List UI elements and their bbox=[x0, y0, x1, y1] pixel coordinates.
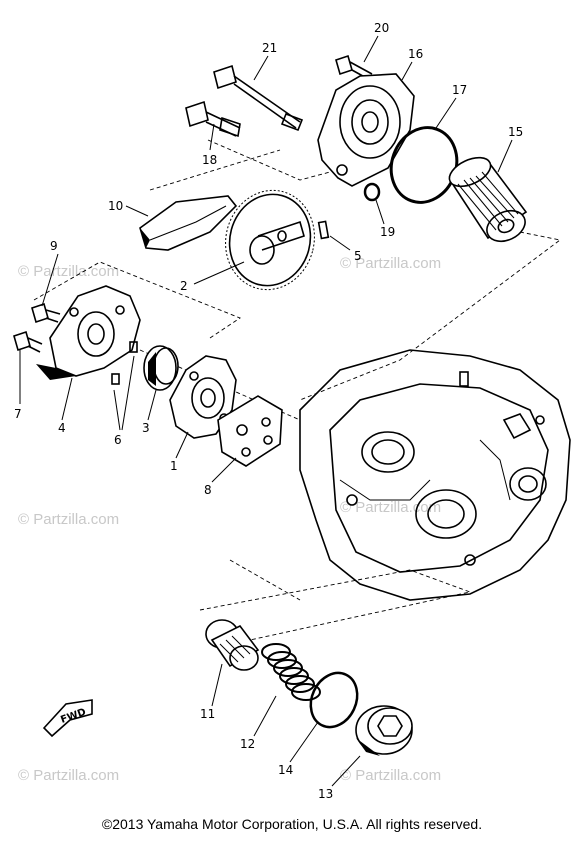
part-7-bolt bbox=[13, 330, 43, 353]
watermark-1: © Partzilla.com bbox=[18, 263, 119, 280]
watermark-3: © Partzilla.com bbox=[18, 511, 119, 528]
part-19-small-o-ring bbox=[363, 182, 381, 202]
callout-3: 3 bbox=[142, 421, 150, 435]
watermark-4: © Partzilla.com bbox=[340, 499, 441, 516]
part-4-pump-cover bbox=[36, 285, 141, 380]
watermark-5: © Partzilla.com bbox=[18, 767, 119, 784]
callout-17: 17 bbox=[452, 83, 467, 97]
callout-11: 11 bbox=[200, 707, 215, 721]
fwd-label: FWD bbox=[59, 707, 87, 726]
callout-10: 10 bbox=[108, 199, 123, 213]
part-2-driven-gear bbox=[225, 189, 315, 291]
part-14-o-ring bbox=[309, 671, 359, 729]
copyright-notice: ©2013 Yamaha Motor Corporation, U.S.A. A… bbox=[101, 816, 483, 832]
callout-15: 15 bbox=[508, 125, 523, 139]
part-11-strainer bbox=[205, 619, 260, 671]
part-3-outer-rotor bbox=[143, 345, 179, 391]
callout-20: 20 bbox=[374, 21, 389, 35]
callout-18: 18 bbox=[202, 153, 217, 167]
callout-8: 8 bbox=[204, 483, 212, 497]
part-8-gasket bbox=[217, 395, 283, 467]
part-9-bolt bbox=[31, 302, 61, 324]
part-16-filter-cover bbox=[317, 73, 415, 187]
callout-21: 21 bbox=[262, 41, 277, 55]
watermark-6: © Partzilla.com bbox=[340, 767, 441, 784]
crankcase bbox=[299, 349, 571, 601]
part-15-oil-filter bbox=[448, 156, 528, 243]
callout-numbers: 20 21 16 17 18 15 10 9 19 5 2 7 4 6 3 1 … bbox=[14, 21, 523, 801]
callout-12: 12 bbox=[240, 737, 255, 751]
callout-6: 6 bbox=[114, 433, 122, 447]
part-13-drain-plug bbox=[355, 705, 413, 756]
part-5-pin bbox=[317, 220, 330, 240]
callout-1: 1 bbox=[170, 459, 178, 473]
forward-arrow-icon: FWD bbox=[42, 699, 93, 738]
part-12-spring bbox=[261, 643, 321, 701]
callout-4: 4 bbox=[58, 421, 66, 435]
callout-14: 14 bbox=[278, 763, 293, 777]
part-1-pump-body bbox=[169, 355, 237, 439]
leader-lines bbox=[19, 35, 513, 787]
callout-5: 5 bbox=[354, 249, 362, 263]
callout-13: 13 bbox=[318, 787, 333, 801]
callout-7: 7 bbox=[14, 407, 22, 421]
part-18-bolt bbox=[185, 100, 241, 138]
callout-19: 19 bbox=[380, 225, 395, 239]
callout-9: 9 bbox=[50, 239, 58, 253]
watermark-2: © Partzilla.com bbox=[340, 255, 441, 272]
part-21-long-bolt bbox=[213, 64, 304, 132]
callout-2: 2 bbox=[180, 279, 188, 293]
part-6-dowel-pins bbox=[111, 341, 138, 385]
callout-16: 16 bbox=[408, 47, 423, 61]
part-10-guide bbox=[139, 195, 238, 251]
